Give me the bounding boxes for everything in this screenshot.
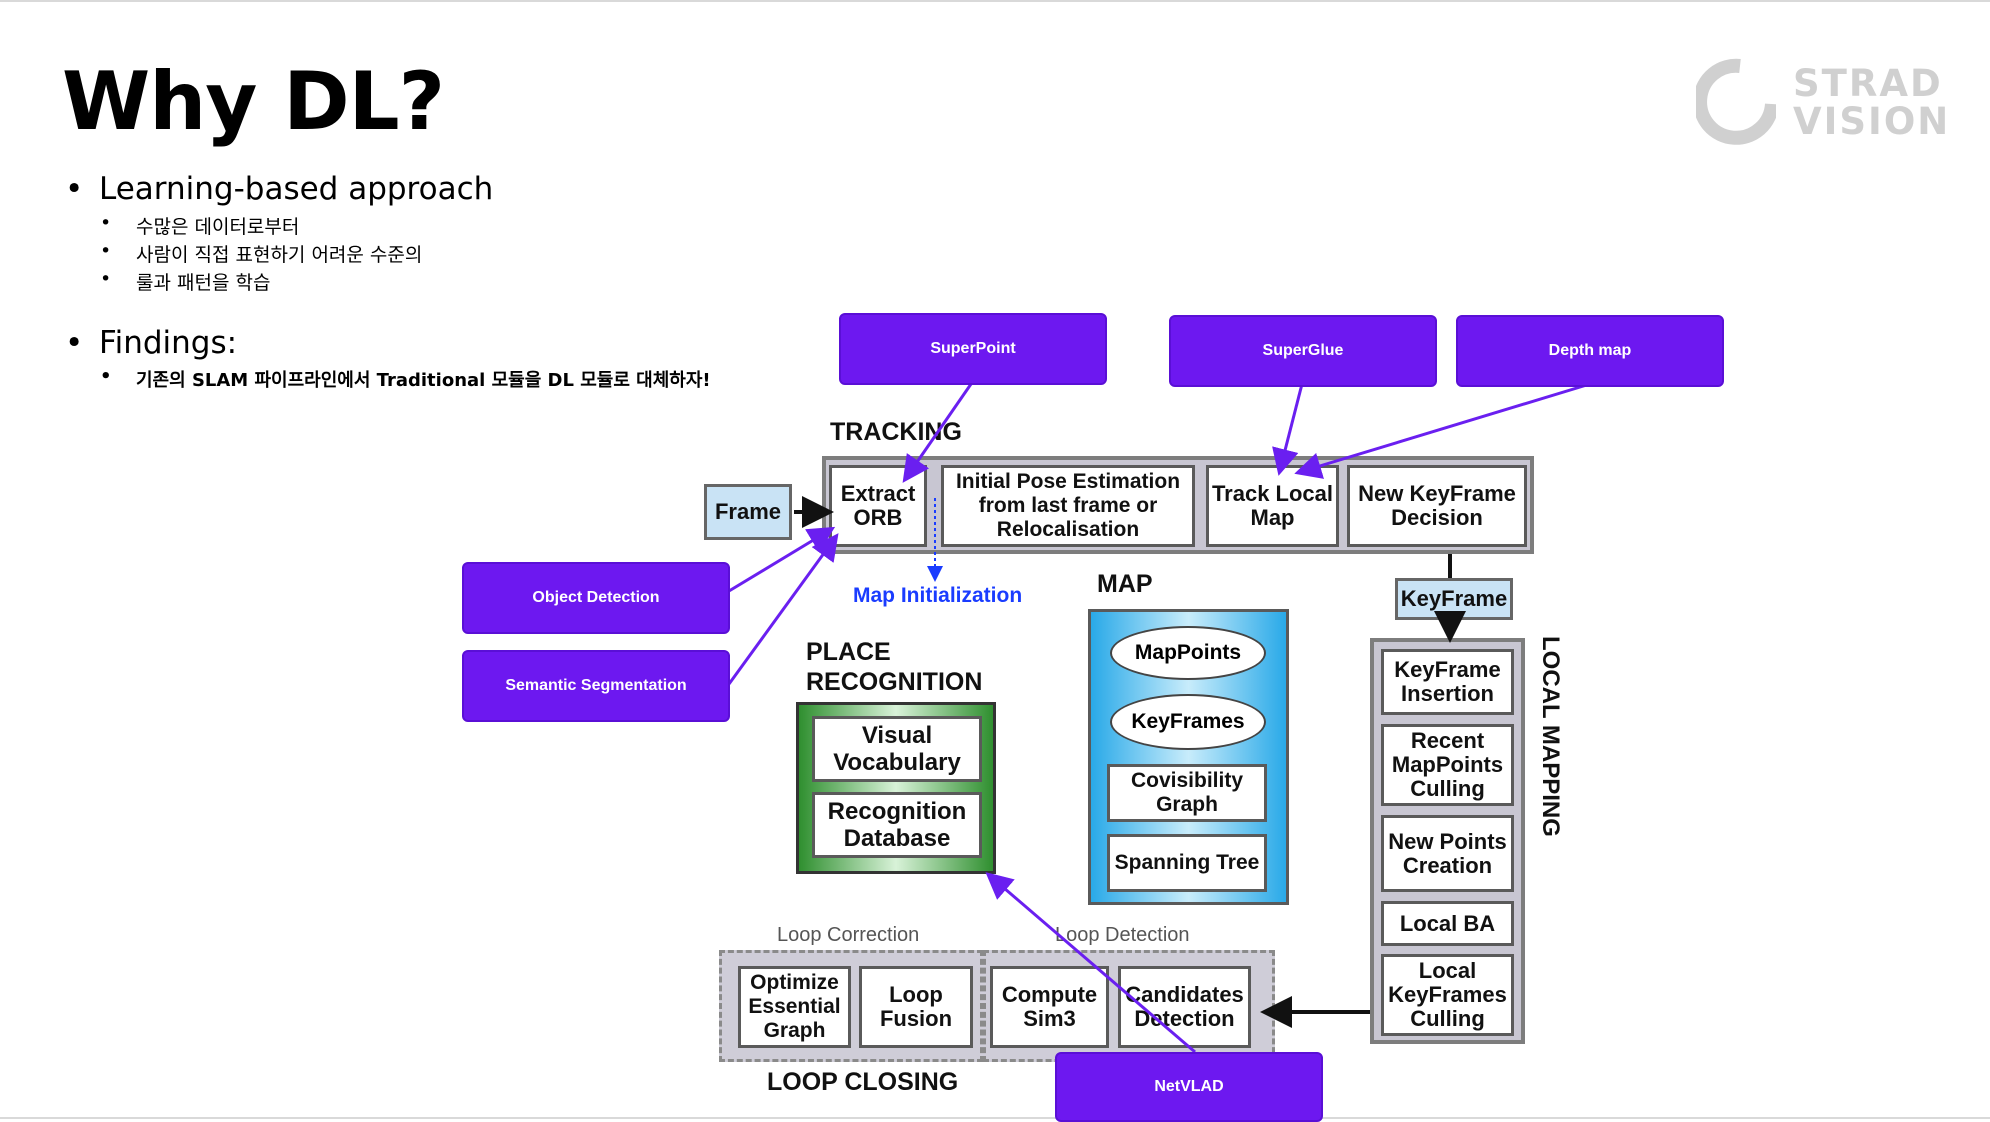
sub-bullet: •기존의 SLAM 파이프라인에서 Traditional 모듈을 DL 모듈로… — [100, 366, 711, 391]
bullet-learning: • Learning-based approach — [65, 171, 494, 207]
keyframes-oval: KeyFrames — [1110, 694, 1266, 750]
bullet-dot: • — [65, 325, 84, 361]
sub-bullet: •사람이 직접 표현하기 어려운 수준의 — [100, 240, 423, 266]
loop-detection-label: Loop Detection — [1055, 924, 1190, 946]
superglue-callout: SuperGlue — [1169, 315, 1437, 387]
loop-closing-title: LOOP CLOSING — [767, 1068, 959, 1096]
candidates-detection-box: Candidates Detection — [1118, 966, 1251, 1048]
sub-bullet: •룰과 패턴을 학습 — [100, 268, 271, 294]
object-detection-arrow — [728, 526, 836, 593]
local-keyframes-culling-box: Local KeyFrames Culling — [1381, 954, 1514, 1036]
strad-vision-logo-icon — [1696, 58, 1776, 145]
object-detection-callout: Object Detection — [462, 562, 730, 634]
place-recognition-title-line-2: RECOGNITION — [806, 668, 983, 696]
recent-mappoints-culling-box: Recent MapPoints Culling — [1381, 724, 1514, 806]
bullet-text: Findings: — [99, 325, 238, 361]
compute-sim3-box: Compute Sim3 — [990, 966, 1109, 1048]
logo-text: STRAD VISION — [1793, 65, 1950, 141]
optimize-essential-graph-box: Optimize Essential Graph — [738, 966, 851, 1048]
initial-pose-box: Initial Pose Estimation from last frame … — [941, 465, 1195, 547]
keyframe-insertion-box: KeyFrame Insertion — [1381, 649, 1514, 715]
depth-map-arrow — [1294, 382, 1591, 479]
bullet-dot: • — [65, 171, 84, 207]
new-keyframe-decision-box: New KeyFrame Decision — [1347, 465, 1527, 547]
covisibility-graph-box: Covisibility Graph — [1107, 764, 1267, 822]
depth-map-callout: Depth map — [1456, 315, 1724, 387]
slide-title: Why DL? — [62, 55, 445, 148]
bullet-text: Learning-based approach — [99, 171, 494, 207]
superpoint-arrow — [902, 383, 973, 483]
semantic-segmentation-callout: Semantic Segmentation — [462, 650, 730, 722]
logo-line-2: VISION — [1793, 100, 1951, 143]
netvlad-callout: NetVLAD — [1055, 1052, 1323, 1122]
netvlad-arrow — [985, 872, 1196, 1054]
map-initialization-label: Map Initialization — [853, 584, 1023, 607]
sub-bullet-text: 사람이 직접 표현하기 어려운 수준의 — [136, 244, 423, 266]
sub-bullet: •수많은 데이터로부터 — [100, 212, 300, 238]
place-recognition-title-line-1: PLACE — [806, 638, 891, 666]
new-points-creation-box: New Points Creation — [1381, 815, 1514, 892]
loop-correction-label: Loop Correction — [777, 924, 920, 946]
place-recognition-title: PLACE RECOGNITION — [806, 637, 982, 697]
mappoints-oval: MapPoints — [1110, 626, 1266, 680]
logo-line-1: STRAD — [1793, 62, 1943, 105]
loop-fusion-box: Loop Fusion — [859, 966, 973, 1048]
sub-bullet-text: 수많은 데이터로부터 — [136, 216, 300, 238]
spanning-tree-box: Spanning Tree — [1107, 834, 1267, 892]
local-ba-box: Local BA — [1381, 901, 1514, 946]
frame-box: Frame — [704, 484, 792, 540]
visual-vocabulary-box: Visual Vocabulary — [812, 716, 982, 782]
tracking-title: TRACKING — [830, 418, 962, 446]
superglue-arrow — [1272, 383, 1304, 476]
recognition-database-box: Recognition Database — [812, 792, 982, 858]
bottom-border — [0, 1117, 1990, 1119]
bullet-findings: • Findings: — [65, 325, 238, 361]
semantic-segmentation-arrow — [727, 533, 839, 685]
local-mapping-title: LOCAL MAPPING — [1537, 636, 1564, 837]
sub-bullet-text: 기존의 SLAM 파이프라인에서 Traditional 모듈을 DL 모듈로 … — [136, 370, 711, 391]
superpoint-callout: SuperPoint — [839, 313, 1107, 385]
map-title: MAP — [1097, 570, 1153, 598]
top-border — [0, 0, 1990, 2]
sub-bullet-text: 룰과 패턴을 학습 — [136, 272, 271, 294]
